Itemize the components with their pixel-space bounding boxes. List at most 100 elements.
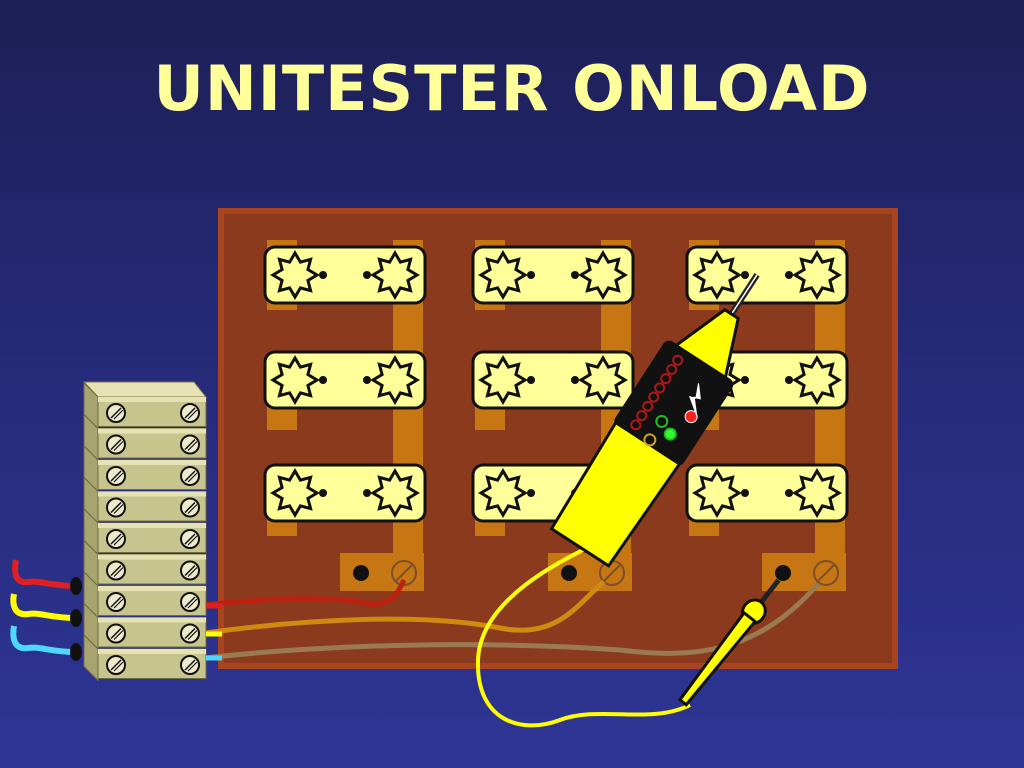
segment-ridge [98, 617, 206, 623]
segment-screw-slot [113, 630, 124, 640]
segment-ridge [98, 397, 206, 402]
fuse-contact-right [363, 376, 371, 384]
fuse-screw-right [578, 250, 628, 300]
slide-title: UNITESTER ONLOAD [153, 52, 871, 125]
terminal-block-segment [83, 413, 207, 462]
wire-yellow-to-terminal [204, 580, 606, 636]
segment-side [83, 633, 99, 682]
segment-ridge [98, 491, 206, 497]
trace-left-bottom [475, 520, 505, 536]
terminal-hole [353, 565, 369, 581]
fuse-contact-right [785, 376, 793, 384]
fuse-screw-right [370, 355, 420, 405]
fuse-screw-right [370, 468, 420, 518]
terminal-block-segment [83, 602, 207, 651]
segment-screw-slot [184, 627, 196, 640]
fuse-contact-right [363, 271, 371, 279]
terminal-block-top [82, 381, 208, 398]
terminal-block-segment [83, 381, 207, 430]
segment-screw-slot [110, 627, 122, 640]
fuse-contact-left [527, 271, 535, 279]
fuse-contact-right [363, 489, 371, 497]
wire-end-cyan [70, 643, 82, 661]
segment-ridge [98, 586, 206, 591]
segment-screw-slot [184, 564, 196, 577]
fuse-screw-left [270, 468, 320, 518]
segment-screw-slot [184, 438, 196, 451]
wire-end-yellow [70, 609, 82, 627]
fuse-screw-left [270, 250, 320, 300]
segment-ridge [98, 428, 206, 434]
tester-led-green [655, 414, 669, 428]
terminal-hole [561, 565, 577, 581]
probe2-handle [677, 610, 758, 707]
segment-screw-slot [184, 533, 196, 545]
tester-led-green [663, 427, 677, 441]
segment-screw-slot [113, 472, 124, 483]
fuse-strip [263, 463, 427, 523]
fuse-strip [471, 245, 635, 305]
fuse-contact-left [741, 271, 749, 279]
trace-left-bottom [689, 520, 719, 536]
segment-screw-slot [187, 535, 198, 546]
output-terminals [340, 553, 846, 591]
terminal-screw-slot [395, 564, 413, 582]
segment-screw-slot [187, 630, 198, 640]
fuse-screw-right [370, 250, 420, 300]
incoming-wire-cyan [10, 625, 77, 655]
segment-screw-slot [113, 598, 124, 609]
fuse-screw-left [270, 355, 320, 405]
fuse-screw-right [792, 468, 842, 518]
fuse-strip [263, 245, 427, 305]
segment-screw-slot [110, 533, 122, 545]
segment-screw-slot [187, 409, 198, 420]
tester-scale-led [672, 354, 684, 366]
fuse-screw-right [792, 250, 842, 300]
trace-left-bottom [267, 520, 297, 536]
segment-screw-slot [110, 501, 122, 514]
terminal-block-segment [83, 539, 207, 588]
segment-screw-slot [184, 470, 196, 482]
segment-screw-slot [184, 596, 196, 608]
segment-screw-slot [113, 535, 124, 546]
tester-scale-led [648, 391, 660, 403]
fuse-screw-left [692, 250, 742, 300]
segment-screw-slot [187, 472, 198, 483]
fuse-contact-right [785, 271, 793, 279]
terminal-block-segment [83, 633, 207, 682]
fuse-strip [471, 350, 635, 410]
terminal-screw-slot [817, 564, 835, 582]
fuse-contact-left [527, 376, 535, 384]
segment-screw-slot [113, 409, 124, 420]
lightning-icon [688, 383, 701, 416]
wires [10, 538, 820, 728]
terminal-block-segment [83, 570, 207, 619]
fuse-strips [263, 245, 849, 523]
segment-screw-slot [187, 661, 198, 672]
tester-probe-tip-highlight [730, 274, 758, 315]
fuse-contact-left [319, 271, 327, 279]
tester-led-red [684, 410, 698, 424]
tester-led-orange [643, 433, 657, 447]
fuse-screw-right [792, 355, 842, 405]
segment-screw-slot [187, 441, 198, 451]
segment-screw-slot [110, 659, 122, 671]
tester-body [549, 420, 682, 568]
fuse-contact-left [319, 376, 327, 384]
fuse-contact-left [319, 489, 327, 497]
segment-ridge [98, 554, 206, 560]
fuse-contact-right [571, 376, 579, 384]
segment-screw-slot [113, 567, 124, 577]
tester-lead-wire [475, 538, 691, 728]
fuse-screw-left [478, 468, 528, 518]
wire-brown-to-terminal [204, 582, 820, 661]
fuse-screw-left [478, 355, 528, 405]
segment-screw-slot [110, 407, 122, 419]
terminal-screw-slot [603, 564, 621, 582]
terminal-block-segment [83, 444, 207, 493]
terminal-block [82, 381, 222, 682]
fuse-strip [685, 463, 849, 523]
segment-screw-slot [184, 501, 196, 514]
tester-scale-led [642, 400, 654, 412]
